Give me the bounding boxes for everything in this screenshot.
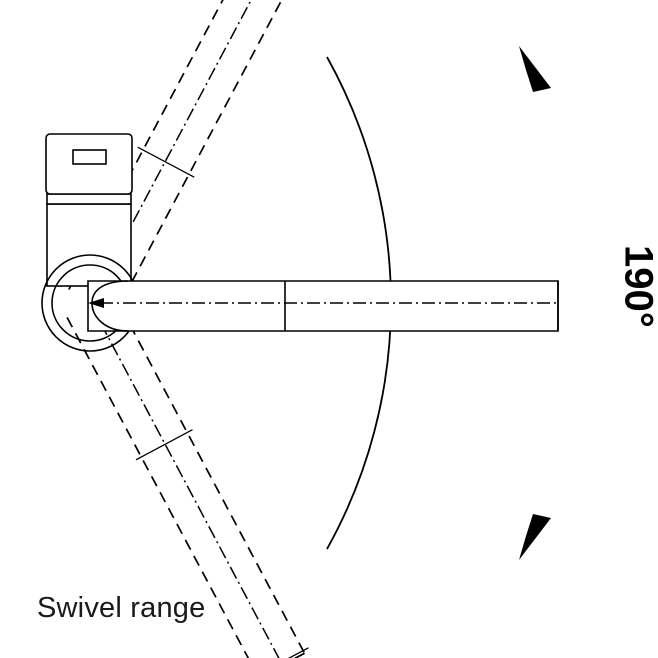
spout-lower-centerline bbox=[89, 302, 289, 658]
faucet-body-group bbox=[45, 133, 133, 287]
handle-lever-slot bbox=[72, 149, 107, 165]
spout-upper-joint-mark bbox=[137, 146, 195, 178]
spout-lower-outline-bottom bbox=[66, 317, 260, 658]
spout-lower-tip-edge bbox=[258, 652, 305, 658]
arc-arrowhead-bottom bbox=[519, 514, 551, 560]
angle-label: 190° bbox=[616, 245, 658, 328]
spout-lower-tip-mark bbox=[251, 647, 309, 658]
spout-lower-outline-top bbox=[112, 292, 306, 654]
angle-label-group: 190° bbox=[616, 245, 658, 328]
arc-arrowhead-top bbox=[519, 46, 551, 92]
caption-swivel-range: Swivel range bbox=[37, 592, 205, 624]
centerline-arrowhead bbox=[88, 298, 104, 308]
spout-lower-joint-mark bbox=[135, 429, 193, 461]
faucet-flange bbox=[46, 193, 132, 205]
spout-upper-outline-top bbox=[68, 0, 262, 290]
spout-upper-outline-bottom bbox=[114, 0, 308, 315]
spout-center-solid bbox=[87, 280, 559, 332]
spout-lower-dashed bbox=[66, 292, 309, 658]
spout-center-body bbox=[87, 280, 559, 332]
faucet-column bbox=[46, 203, 132, 287]
